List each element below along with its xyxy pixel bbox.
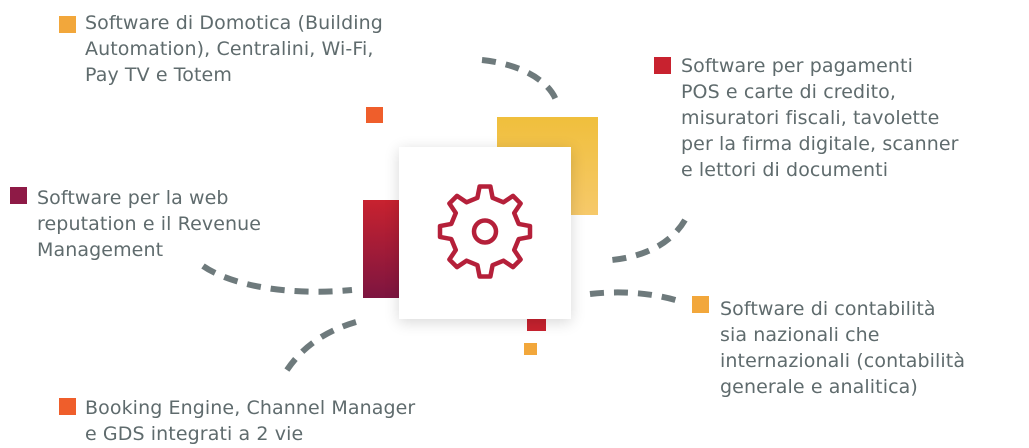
bullet-contabilita — [692, 296, 709, 313]
node-booking-label: Booking Engine, Channel Manager e GDS in… — [85, 395, 415, 447]
node-pagamenti-line-4: per la firma digitale, scanner — [681, 133, 959, 155]
node-booking-line-2: e GDS integrati a 2 vie — [85, 423, 304, 445]
node-pagamenti-line-1: Software per pagamenti — [681, 55, 913, 77]
node-domotica-line-1: Software di Domotica (Building — [85, 12, 383, 34]
node-contabilita-line-1: Software di contabilità — [720, 298, 936, 320]
hub-card — [399, 147, 571, 319]
node-reputation-line-1: Software per la web — [37, 187, 229, 209]
node-reputation-line-3: Management — [37, 239, 164, 261]
bullet-domotica — [59, 16, 76, 33]
node-domotica-label: Software di Domotica (Building Automatio… — [85, 10, 383, 88]
node-domotica-line-3: Pay TV e Totem — [85, 64, 232, 86]
gear-icon — [437, 184, 533, 279]
bullet-pagamenti — [654, 57, 671, 74]
bullet-booking — [59, 398, 76, 415]
bullet-reputation — [10, 187, 27, 204]
node-contabilita-line-3: internazionali (contabilità — [720, 350, 966, 372]
small-amber-square — [524, 343, 537, 355]
node-pagamenti-line-3: misuratori fiscali, tavolette — [681, 107, 940, 129]
connector-pagamenti — [611, 218, 688, 263]
red-bar-decoration — [363, 200, 403, 298]
small-orange-square — [366, 107, 383, 123]
node-reputation-label: Software per la web reputation e il Reve… — [37, 185, 261, 263]
node-pagamenti-label: Software per pagamenti POS e carte di cr… — [681, 53, 959, 183]
node-contabilita-line-4: generale e analitica) — [720, 376, 918, 398]
connector-booking — [279, 319, 357, 380]
node-pagamenti-line-5: e lettori di documenti — [681, 159, 889, 181]
node-contabilita-line-2: sia nazionali che — [720, 324, 880, 346]
node-pagamenti-line-2: POS e carte di credito, — [681, 81, 896, 103]
connector-reputation — [201, 263, 353, 295]
node-contabilita-label: Software di contabilità sia nazionali ch… — [720, 296, 965, 400]
node-reputation-line-2: reputation e il Revenue — [37, 213, 262, 235]
connector-contabilita — [589, 289, 683, 305]
node-booking-line-1: Booking Engine, Channel Manager — [85, 397, 416, 419]
connector-domotica — [481, 57, 559, 102]
node-domotica-line-2: Automation), Centralini, Wi-Fi, — [85, 38, 374, 60]
